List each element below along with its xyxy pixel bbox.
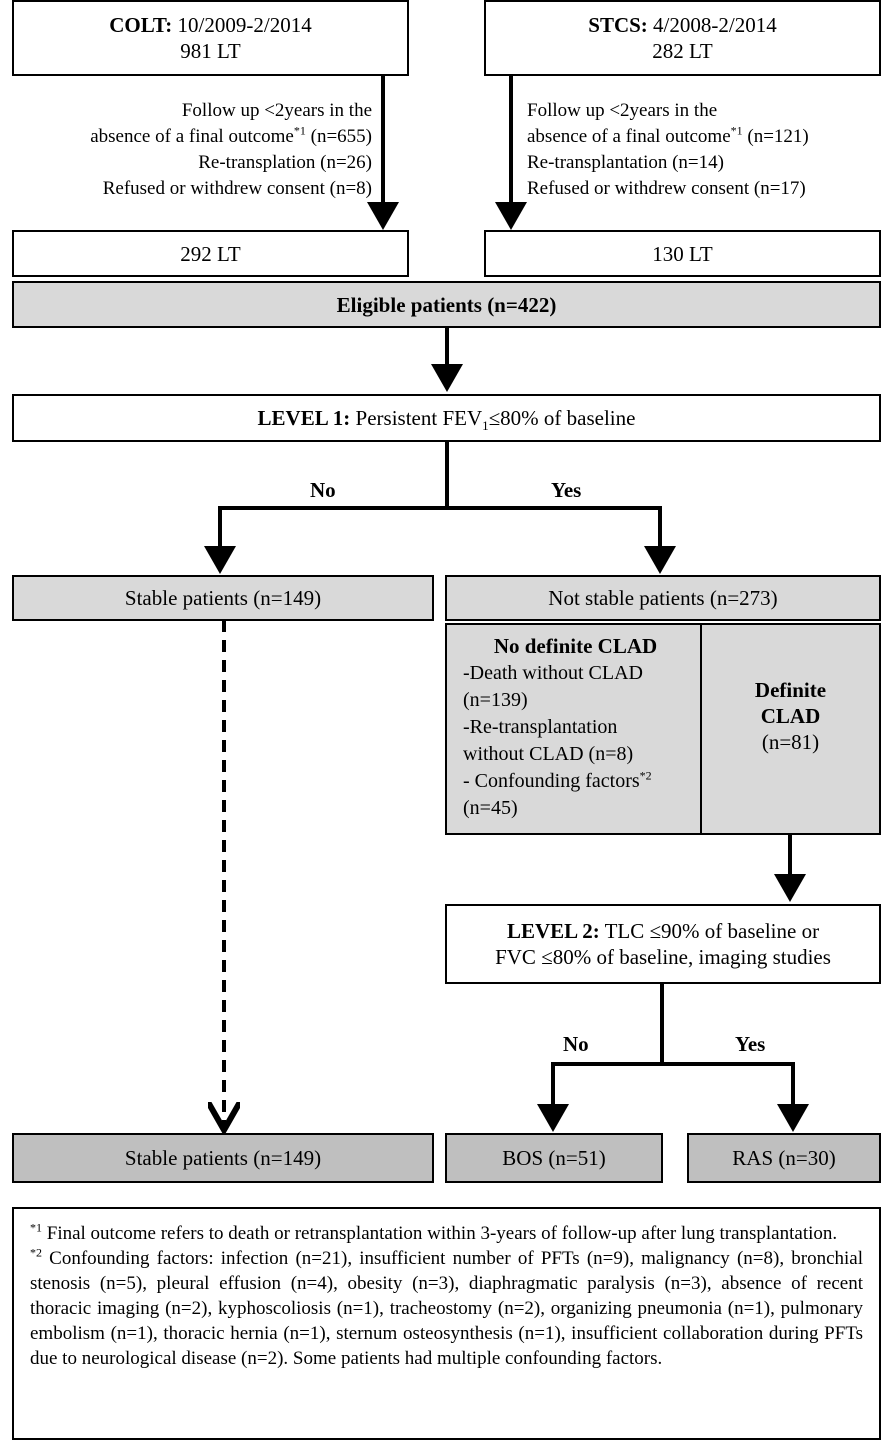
level1-no-label: No (310, 478, 336, 502)
level1-box: LEVEL 1: Persistent FEV1≤80% of baseline (12, 394, 881, 442)
not-stable-patients-box: Not stable patients (n=273) (445, 575, 881, 621)
definite-clad-count: (n=81) (761, 730, 820, 754)
colt-label: COLT: (109, 13, 173, 37)
stcs-remaining-box: 130 LT (484, 230, 881, 277)
level1-yes-label: Yes (551, 478, 582, 502)
stcs-cohort-box: STCS: 4/2008-2/2014 282 LT (484, 0, 881, 76)
colt-exclusions: Follow up <2years in the absence of a fi… (90, 100, 372, 199)
branch-level1 (218, 442, 449, 570)
colt-cohort-box: COLT: 10/2009-2/2014 981 LT (12, 0, 409, 76)
bos-box: BOS (n=51) (445, 1133, 663, 1183)
level2-box: LEVEL 2: TLC ≤90% of baseline or FVC ≤80… (445, 904, 881, 984)
branch-level2 (537, 984, 664, 1132)
footnote-1: *1 Final outcome refers to death or retr… (30, 1220, 838, 1244)
stcs-exclusions: Follow up <2years in the absence of a fi… (527, 100, 809, 199)
level2-yes-label: Yes (735, 1032, 766, 1056)
eligible-patients-box: Eligible patients (n=422) (12, 281, 881, 328)
stcs-count: 282 LT (652, 39, 713, 63)
no-definite-clad-title: No definite CLAD (493, 634, 658, 658)
stcs-label: STCS: (588, 13, 648, 37)
footnote-box: *1 Final outcome refers to death or retr… (12, 1207, 881, 1440)
footnote-2: *2 Confounding factors: infection (n=21)… (30, 1245, 863, 1369)
no-definite-clad-box: No definite CLAD -Death without CLAD (n=… (445, 623, 702, 835)
colt-count: 981 LT (180, 39, 241, 63)
ras-box: RAS (n=30) (687, 1133, 881, 1183)
level2-no-label: No (563, 1032, 589, 1056)
stable-patients-box-final: Stable patients (n=149) (12, 1133, 434, 1183)
stable-patients-box-level1: Stable patients (n=149) (12, 575, 434, 621)
colt-remaining-box: 292 LT (12, 230, 409, 277)
